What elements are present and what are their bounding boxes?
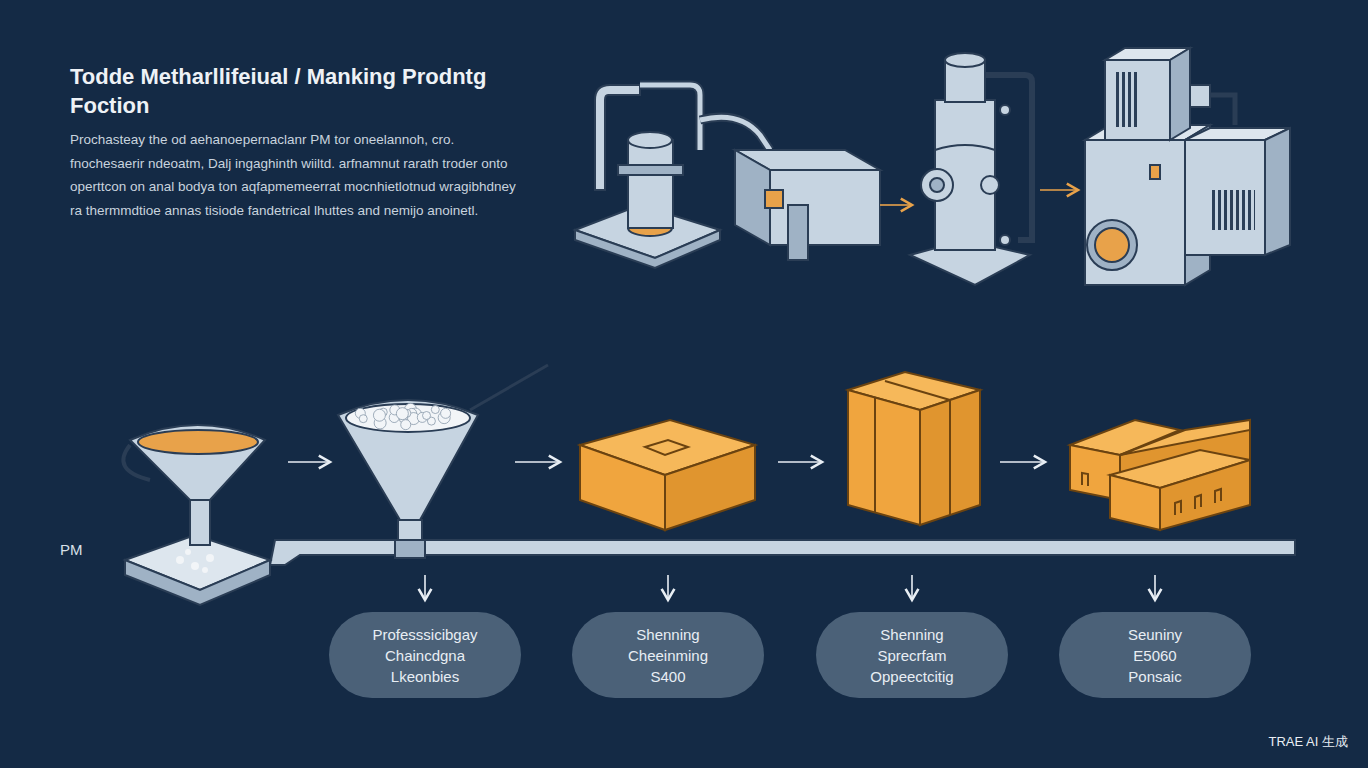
step-pill: ShenningCheeinmingS400	[572, 612, 764, 698]
step-pill: SeuninyE5060Ponsaic	[1059, 612, 1251, 698]
step-text: Lkeonbies	[391, 666, 459, 687]
step-text: Chaincdgna	[385, 645, 465, 666]
step-text: Professsicibgay	[372, 624, 477, 645]
description-text: Prochasteay the od aehanoepernaclanr PM …	[70, 128, 520, 222]
step-text: Sprecrfam	[877, 645, 946, 666]
step-text: Seuniny	[1128, 624, 1182, 645]
step-pill: ShenningSprecrfamOppeectcitig	[816, 612, 1008, 698]
step-text: Shenning	[636, 624, 699, 645]
step-text: Cheeinming	[628, 645, 708, 666]
step-text: Shenning	[880, 624, 943, 645]
step-text: E5060	[1133, 645, 1176, 666]
step-text: Oppeectcitig	[870, 666, 953, 687]
step-pill: ProfesssicibgayChaincdgnaLkeonbies	[329, 612, 521, 698]
step-text: Ponsaic	[1128, 666, 1181, 687]
diagram-title: Todde Metharllifeiual / Manking Prodntg …	[70, 62, 530, 120]
side-label: PM	[60, 541, 83, 558]
watermark: TRAE AI 生成	[1269, 733, 1348, 751]
step-text: S400	[650, 666, 685, 687]
